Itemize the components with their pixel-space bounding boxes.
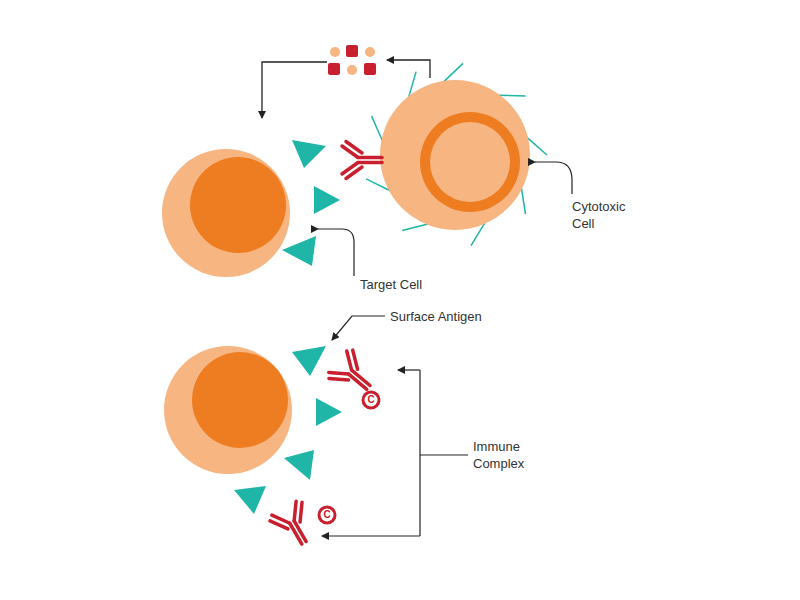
antibody-chain — [346, 167, 362, 179]
callout-label: Surface Antigen — [390, 308, 482, 325]
callout-label: Cytotoxic Cell — [572, 198, 634, 232]
cell-nucleus — [190, 157, 286, 253]
antibody-chain — [294, 521, 306, 542]
antibody-chain — [329, 370, 349, 389]
granule — [365, 47, 375, 57]
cell-nucleus-core — [430, 122, 510, 202]
cytotoxic-cell — [380, 80, 530, 230]
antibody-chain — [352, 370, 370, 385]
complement-outer — [318, 506, 337, 525]
receptor-spike — [402, 224, 430, 231]
antibody-chain — [345, 350, 365, 369]
bracket-arrow — [322, 535, 420, 536]
complement-outer — [362, 391, 381, 410]
complement-symbol: C — [317, 505, 337, 525]
leader-line — [332, 316, 385, 340]
surface-antigen — [292, 346, 326, 376]
complement-circle: C — [361, 390, 381, 410]
receptor-spike — [372, 116, 384, 142]
surface-antigen — [282, 236, 316, 266]
surface-antigen — [314, 186, 340, 214]
surface-antigen — [284, 450, 314, 480]
cell-nucleus-ring — [420, 112, 520, 212]
granule — [328, 63, 340, 75]
antibody-chain — [358, 161, 382, 165]
target-cell — [162, 149, 290, 277]
bracket-line — [420, 454, 468, 455]
cell-receptors — [366, 63, 547, 245]
surface-antigen — [292, 140, 326, 168]
release-arrow — [387, 60, 430, 78]
attack-arrow — [262, 62, 327, 118]
bracket-line — [419, 370, 420, 536]
antibody-chain — [270, 515, 288, 535]
complement-symbol: C — [361, 390, 381, 410]
bracket-arrow — [398, 369, 420, 370]
antibody-chain — [292, 502, 310, 522]
antibody — [342, 142, 382, 179]
granule — [347, 65, 357, 75]
complement-circle: C — [317, 505, 337, 525]
antibody-chain — [346, 142, 362, 154]
surface-antigen — [234, 486, 266, 514]
callout-label: Target Cell — [360, 276, 422, 293]
receptor-spike — [521, 186, 525, 214]
callout-label: Immune Complex — [473, 438, 537, 472]
granule — [346, 45, 358, 57]
granule — [330, 47, 340, 57]
cell-nucleus — [192, 352, 288, 448]
granule — [364, 63, 376, 75]
surface-antigen — [316, 398, 342, 426]
antibody — [268, 499, 320, 552]
leader-line — [318, 229, 354, 276]
target-cell — [164, 346, 292, 474]
antibody-chain — [358, 156, 382, 160]
leader-line — [535, 162, 572, 194]
